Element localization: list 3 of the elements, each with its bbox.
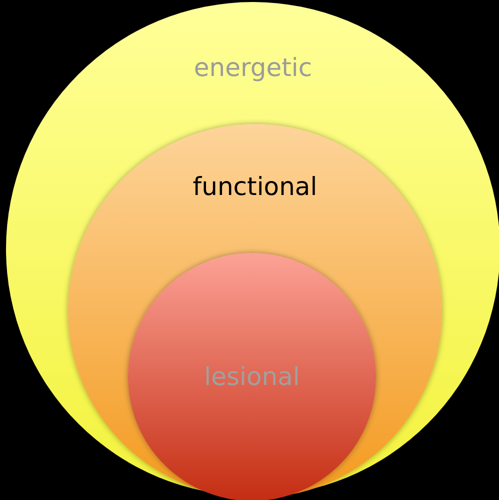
circle-label: functional: [192, 172, 318, 202]
circle-label: energetic: [194, 53, 312, 83]
circle-label: lesional: [204, 362, 300, 392]
